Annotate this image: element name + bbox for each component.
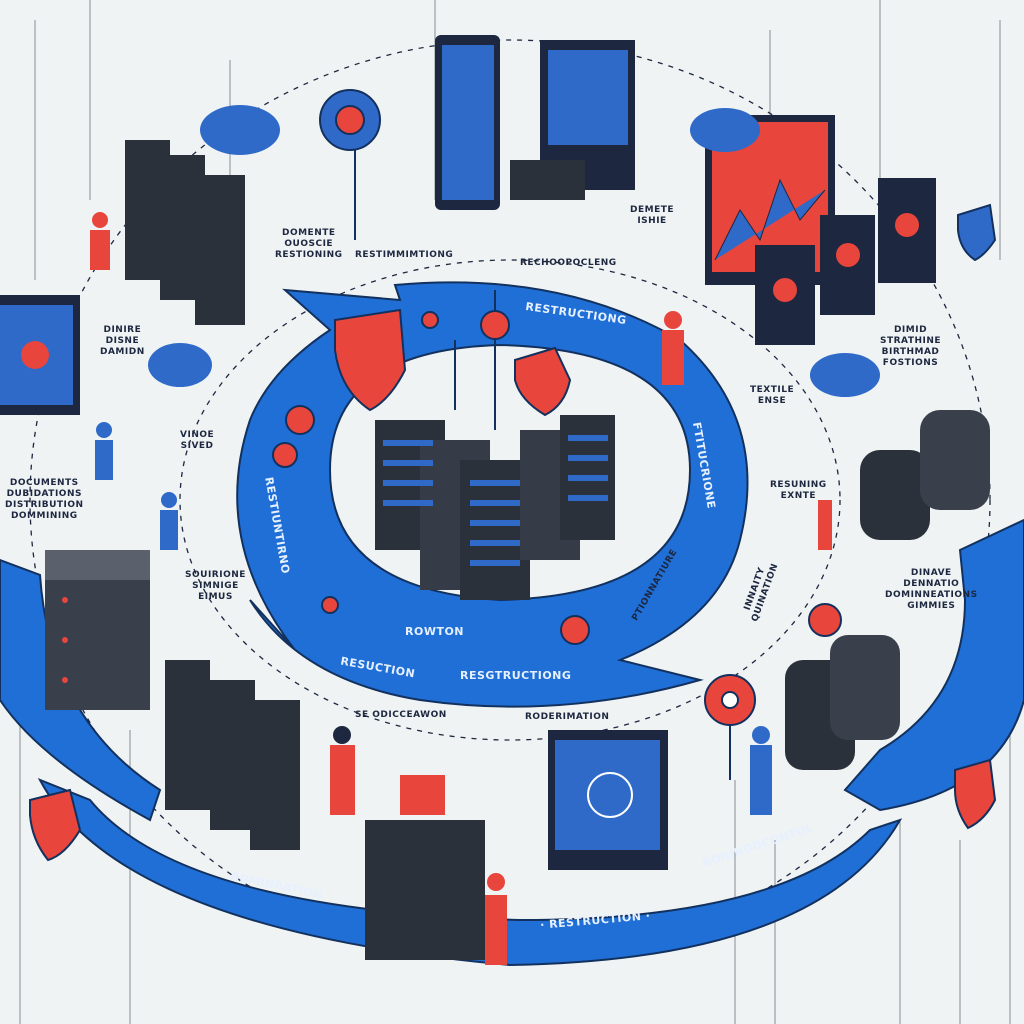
cloud-icons [148, 105, 880, 397]
shield-icon [514, 346, 572, 417]
label-top-right-note: DEMETE ISHIE [630, 205, 675, 226]
shield-icon [29, 788, 82, 862]
central-server-cluster [375, 415, 615, 600]
label-mid-bottom-a: SE ODICCEAWON [355, 710, 447, 720]
label-left-note-d: SOUIRIONE SIMNIGE EIMUS [185, 570, 246, 602]
shield-icon [334, 308, 407, 412]
server-racks-top-left [125, 140, 245, 325]
monitor-top [510, 40, 635, 200]
pin-markers [272, 89, 842, 780]
monitors-right [755, 178, 936, 345]
label-right-note-c: RESUNING EXNTE [770, 480, 827, 501]
shield-icon [954, 758, 997, 830]
label-right-note-e: DINAVE DENNATIO DOMINNEATIONS GIMMIES [885, 568, 978, 611]
server-stack-left [45, 550, 150, 710]
server-racks-bottom-left [165, 660, 300, 850]
label-mid-bottom-b: RODERIMATION [525, 712, 610, 722]
shield-icon [957, 203, 997, 262]
label-arrow-bottom-a: ROWTON [405, 625, 465, 638]
label-top-center-a: RESTIMMIMTIONG [355, 250, 454, 260]
monitor-globe [548, 730, 668, 870]
label-top-left-note: DOMENTE OUOSCIE RESTIONING [275, 228, 343, 260]
outer-arrow-bottom [37, 778, 903, 967]
label-left-note-c: VINOE SIVED [180, 430, 215, 451]
label-arrow-bottom-c: RESGTRUCTIONG [460, 669, 572, 682]
label-right-note-a: DIMID STRATHINE BIRTHMAD FOSTIONS [880, 325, 942, 368]
label-left-note-b: DOCUMENTS DUBIDATIONS DISTRIBUTION DOMMI… [5, 478, 84, 521]
label-top-center-b: RECHOOPOCLENG [520, 258, 617, 268]
person-icons [90, 212, 832, 965]
database-stack-right [365, 410, 990, 960]
label-left-note-a: DINIRE DISNE DAMIDN [100, 325, 145, 357]
label-right-note-b: TEXTILE ENSE [750, 385, 795, 406]
tablet-top [435, 35, 500, 210]
monitor-left [0, 295, 80, 415]
red-flag [400, 775, 445, 815]
outer-arrow-right [843, 518, 1024, 812]
